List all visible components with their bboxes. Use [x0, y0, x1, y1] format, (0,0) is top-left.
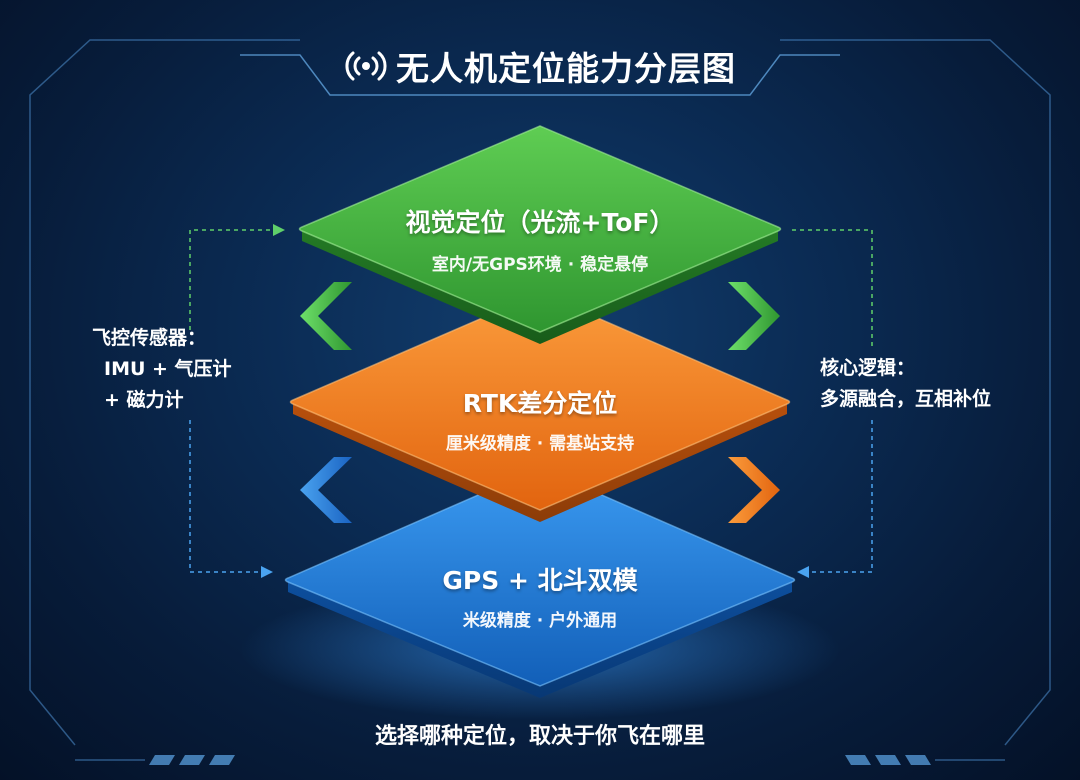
right-panel-line: 多源融合，互相补位: [820, 388, 992, 410]
right-connector-bottom: [797, 420, 873, 578]
layer-orange-top: [289, 292, 791, 511]
layer-green-title: 视觉定位（光流+ToF）: [405, 208, 675, 237]
bottom-right-ticks: [845, 755, 931, 765]
footer-caption: 选择哪种定位，取决于你飞在哪里: [374, 724, 705, 749]
layer-blue-subtitle: 米级精度 · 户外通用: [462, 611, 618, 631]
chevron-left-green-icon: [300, 282, 352, 350]
layer-green-subtitle: 室内/无GPS环境 · 稳定悬停: [431, 255, 649, 275]
left-connector-bottom: [189, 420, 273, 578]
left-panel-heading: 飞控传感器：: [92, 327, 207, 349]
frame-right-border: [780, 39, 1051, 746]
right-panel: 核心逻辑： 多源融合，互相补位: [810, 353, 991, 415]
layer-blue-title: GPS + 北斗双模: [442, 566, 638, 595]
layer-blue-top: [284, 467, 796, 687]
chevron-right-orange-icon: [728, 457, 780, 523]
title-bracket: [240, 54, 840, 96]
signal-broadcast-icon: [345, 51, 387, 81]
right-connector-top: [792, 229, 873, 348]
page-title: 无人机定位能力分层图: [396, 49, 736, 88]
frame-left-border: [29, 39, 300, 746]
layer-blue-gps: [284, 467, 796, 698]
left-connector-top: [189, 224, 285, 330]
right-panel-heading: 核心逻辑：: [820, 357, 916, 379]
chevron-left-blue-icon: [300, 457, 352, 523]
layer-orange-subtitle: 厘米级精度 · 需基站支持: [445, 434, 635, 454]
left-panel-line-imu: IMU + 气压计: [104, 358, 232, 380]
left-panel: 飞控传感器： IMU + 气压计 + 磁力计: [92, 323, 232, 416]
chevron-right-green-icon: [728, 282, 780, 350]
layer-green-top: [298, 125, 782, 333]
title-bar: 无人机定位能力分层图: [320, 36, 760, 96]
bottom-left-ticks: [149, 755, 235, 765]
layer-orange-rtk: [289, 292, 791, 522]
layer-orange-title: RTK差分定位: [462, 389, 618, 418]
layer-green-vision: [298, 125, 782, 344]
left-panel-line-mag: + 磁力计: [104, 389, 184, 411]
